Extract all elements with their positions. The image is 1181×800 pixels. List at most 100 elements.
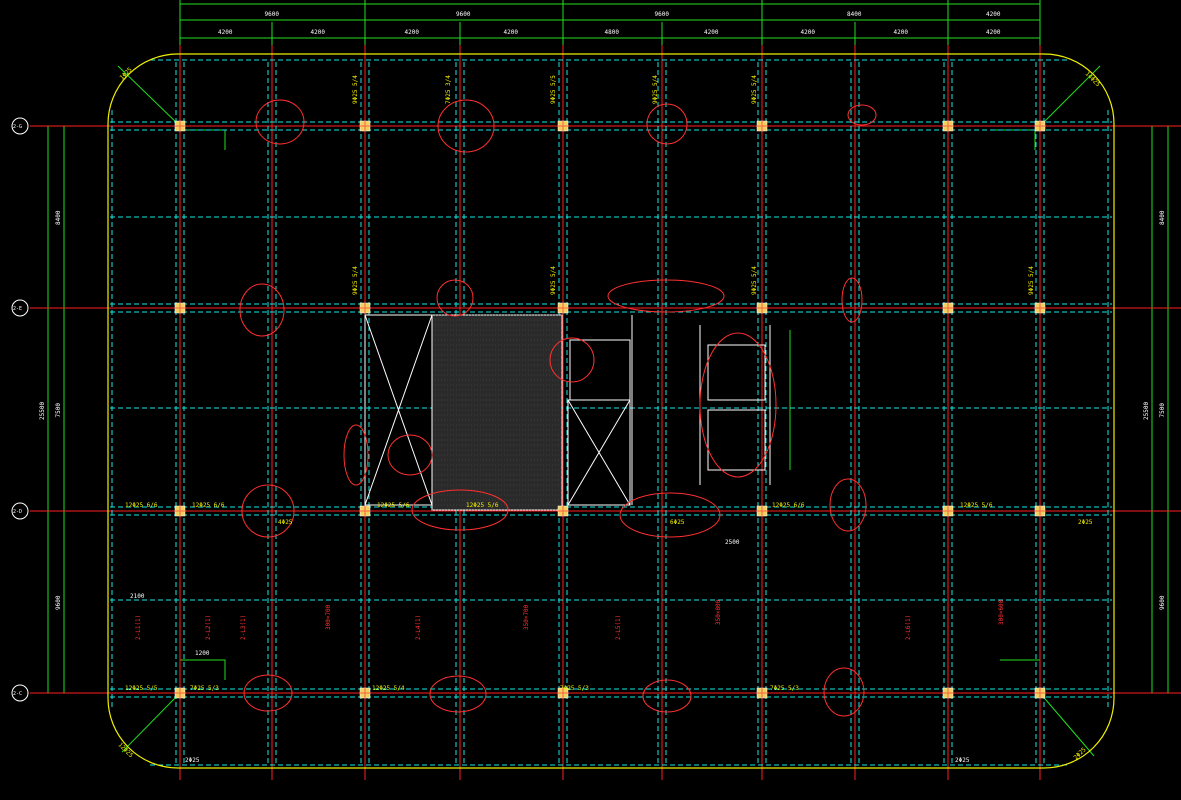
revision-cloud [387, 434, 433, 476]
dim-text-detail: 4200 [218, 29, 233, 36]
beam-lines [110, 59, 1112, 766]
dim-text-detail: 4200 [405, 29, 420, 36]
bottom-label: 2Φ25 [185, 757, 200, 764]
dim-text-overall: 4200 [986, 11, 1001, 18]
beam-label: 9Φ25 5/5 [550, 75, 557, 104]
beam-label-horizontal: 12Φ25 5/6 [377, 502, 410, 509]
axis-bubble-label: 2-G [13, 124, 22, 130]
corner-dim-line [121, 692, 181, 753]
span-label: 2-L5(1) [615, 615, 622, 640]
beam-label-horizontal: 7Φ25 5/3 [560, 685, 589, 692]
corner-dim-line [1039, 692, 1095, 757]
shaft-cross [364, 314, 433, 506]
section-label: 350×700 [523, 604, 530, 630]
dim-text-left-overall: 25500 [39, 402, 46, 420]
building-outline [107, 53, 1115, 769]
dim-text-detail: 4200 [311, 29, 326, 36]
beam-label: 9Φ25 5/4 [1028, 266, 1035, 295]
revision-cloud [823, 667, 865, 717]
corner-dim-line [117, 65, 181, 127]
elevator-box [707, 409, 766, 471]
mid-label: 4Φ25 [278, 519, 293, 526]
axis-bubble-label: 2-D [13, 509, 22, 515]
axis-bubble [11, 117, 29, 135]
dim-text-overall: 9600 [655, 11, 670, 18]
beam-label-horizontal: 12Φ25 5/4 [372, 685, 405, 692]
revision-cloud [646, 103, 688, 145]
section-label: 350×800 [715, 599, 722, 625]
dim-text-left: 9600 [55, 595, 62, 610]
span-label: 2-L2(1) [205, 615, 212, 640]
mid-label: 2Φ25 [1078, 519, 1093, 526]
revision-cloud [847, 104, 877, 126]
dim-text-left: 8400 [55, 210, 62, 225]
dimension-lines: 9600 9600 9600 8400 4200 4200 4200 4200 4200 4800… [39, 0, 1176, 757]
dim-text-overall: 9600 [456, 11, 471, 18]
leader-box [180, 659, 226, 680]
beam-label: 9Φ25 5/4 [652, 75, 659, 104]
revision-cloud [437, 99, 495, 153]
revision-cloud [436, 279, 474, 317]
axis-bubble-label: 2-E [13, 306, 22, 312]
core-walls [364, 314, 771, 511]
dim-text-left: 7500 [55, 403, 62, 418]
beam-label-horizontal: 7Φ25 5/3 [190, 685, 219, 692]
dim-text-detail: 4200 [894, 29, 909, 36]
revision-cloud [239, 283, 285, 337]
revision-cloud [619, 492, 721, 538]
span-label: 2-L4(1) [415, 615, 422, 640]
beam-label: 7Φ25 3/4 [445, 75, 452, 104]
beam-label: 9Φ25 5/4 [751, 266, 758, 295]
dim-text-detail: 4800 [605, 29, 620, 36]
elevator-box [707, 344, 766, 401]
dim-text-right: 7500 [1159, 403, 1166, 418]
beam-label: 9Φ25 5/4 [352, 266, 359, 295]
bottom-label: 2500 [725, 539, 740, 546]
shaft-cross [567, 399, 631, 506]
slab-edge [107, 53, 1115, 769]
axis-bubble [11, 502, 29, 520]
beam-label-horizontal: 12Φ25 6/6 [772, 502, 805, 509]
beam-label-horizontal: 12Φ25 6/6 [125, 502, 158, 509]
span-label: 2-L6(1) [905, 615, 912, 640]
bottom-label: 1200 [195, 650, 210, 657]
dim-text-right: 9600 [1159, 595, 1166, 610]
revision-cloud [241, 484, 295, 538]
dim-text-overall: 9600 [265, 11, 280, 18]
core-hatched-area [431, 314, 563, 511]
dim-text-detail: 4200 [504, 29, 519, 36]
axis-lines: 2-G 2-E 2-D 2-C [11, 45, 1181, 780]
section-label: 300×700 [325, 604, 332, 630]
dim-text-right-overall: 25500 [1143, 402, 1150, 420]
dim-text-overall: 8400 [847, 11, 862, 18]
columns [174, 120, 1046, 699]
revision-cloud [343, 424, 369, 486]
axis-bubble-label: 2-C [13, 691, 22, 697]
axis-bubble [11, 684, 29, 702]
revision-cloud [829, 478, 867, 532]
revision-clouds [239, 99, 877, 717]
section-label: 300×600 [998, 599, 1005, 625]
revision-cloud [841, 277, 863, 323]
axis-bubble [11, 299, 29, 317]
revision-cloud [607, 279, 725, 313]
dim-text-right: 8400 [1159, 210, 1166, 225]
dim-text-detail: 4200 [704, 29, 719, 36]
shaft-opening [364, 314, 433, 506]
beam-label-horizontal: 12Φ25 6/6 [192, 502, 225, 509]
revision-cloud [243, 674, 293, 712]
elevator-box [569, 339, 631, 401]
beam-label: 9Φ25 5/4 [550, 266, 557, 295]
revision-cloud [255, 99, 305, 145]
revision-cloud [429, 675, 487, 713]
span-label: 2-L1(1) [135, 615, 142, 640]
dim-text-detail: 4200 [986, 29, 1001, 36]
bottom-label: 2100 [130, 593, 145, 600]
beam-label-horizontal: 12Φ25 5/6 [960, 502, 993, 509]
mid-label: 6Φ25 [670, 519, 685, 526]
beam-label: 9Φ25 5/4 [352, 75, 359, 104]
corner-dim-line [1039, 65, 1101, 127]
